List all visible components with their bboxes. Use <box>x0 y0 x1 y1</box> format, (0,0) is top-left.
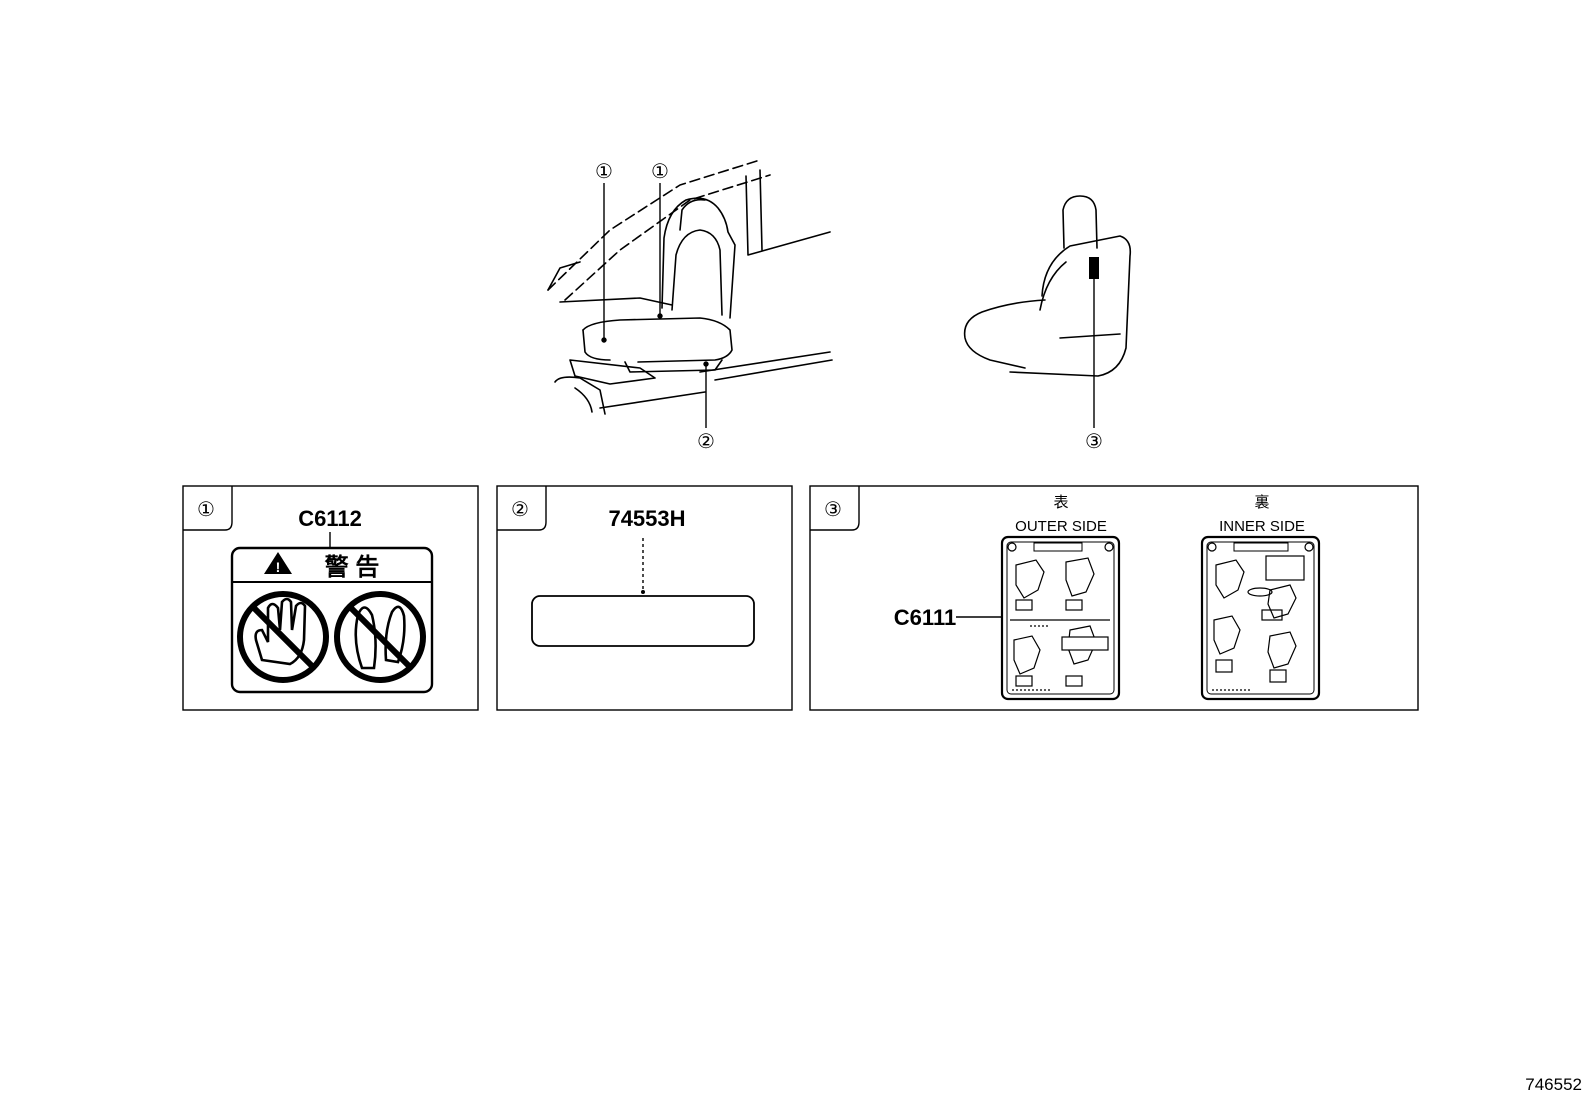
callout-1-left: ① <box>595 161 613 183</box>
warning-sticker <box>230 546 434 694</box>
callout-2: ② <box>697 431 715 453</box>
panel-2-badge: ② <box>511 499 529 521</box>
figure-number: 746552 <box>1525 1075 1582 1094</box>
seat-label-tag <box>1089 257 1099 279</box>
part-number-c6112: C6112 <box>298 506 362 531</box>
warning-text: 警 告 <box>324 554 380 581</box>
part-number-74553h: 74553H <box>608 506 685 531</box>
no-hands-icon <box>237 591 329 683</box>
no-feet-icon <box>334 591 426 683</box>
panel-3: ③ 表 OUTER SIDE 裏 INNER SIDE C6111 <box>809 485 1419 711</box>
blank-label <box>531 595 755 647</box>
panel-1-badge: ① <box>197 499 215 521</box>
inner-side-label: INNER SIDE <box>1219 518 1305 535</box>
panel-3-badge: ③ <box>824 499 842 521</box>
inner-side-card <box>1200 535 1321 701</box>
callout-3: ③ <box>1085 431 1103 453</box>
part-number-c6111: C6111 <box>894 605 956 630</box>
outer-side-label: OUTER SIDE <box>1015 518 1107 535</box>
callout-1-leaders <box>601 183 709 428</box>
panel-2: ② 74553H <box>496 485 793 711</box>
inner-side-kanji: 裏 <box>1254 493 1269 511</box>
outer-side-card <box>1000 535 1121 701</box>
panel-1: ① C6112 ! 警 告 <box>182 485 479 711</box>
front-seat-illustration <box>547 159 833 415</box>
svg-text:!: ! <box>276 559 281 575</box>
seat-rear-illustration <box>963 195 1132 377</box>
callout-1-right: ① <box>651 161 669 183</box>
warning-triangle-icon <box>264 552 292 574</box>
outer-side-kanji: 表 <box>1053 494 1068 511</box>
